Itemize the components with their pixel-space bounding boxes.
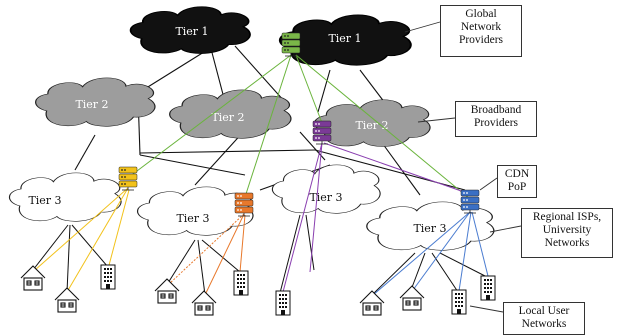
link-t1-t2-middle	[209, 44, 226, 103]
tier3-label: Tier 3	[176, 212, 209, 225]
link-t2-t3-b	[194, 129, 246, 186]
callout-broadband-providers: Broadband Providers	[455, 101, 537, 137]
tier2-label: Tier 2	[75, 98, 108, 111]
callout-line: Networks	[544, 237, 590, 250]
tier1-cloud-right: Tier 1	[280, 15, 411, 65]
tier2-cloud-middle: Tier 2	[170, 90, 291, 138]
server-rack-icon	[234, 192, 254, 217]
blue-cdn-links	[372, 211, 489, 296]
link-t3-peering-a	[139, 154, 246, 176]
link-t1b-t2-right	[359, 69, 386, 104]
callout-cdn-pop: CDN PoP	[497, 165, 537, 198]
tier2-label: Tier 2	[211, 111, 244, 124]
callout-line: Providers	[458, 34, 504, 47]
callout-line: Broadband	[470, 104, 522, 116]
link-t1-t2-right	[317, 69, 331, 113]
server-rack-icon	[312, 120, 332, 145]
access-links	[32, 214, 488, 296]
server-rack-icon	[281, 32, 301, 57]
tier2-cloud-right: Tier 2	[315, 100, 430, 147]
tier3-cloud-4: Tier 3	[367, 202, 494, 250]
yellow-cdn-links	[34, 187, 130, 293]
tier1-label: Tier 1	[175, 25, 208, 38]
callout-line: CDN	[504, 168, 530, 180]
tier1-label: Tier 1	[328, 32, 361, 45]
office-building-icon	[100, 264, 116, 290]
office-building-icon	[233, 270, 249, 296]
tier3-cloud-2: Tier 3	[138, 187, 253, 235]
tier3-label: Tier 3	[28, 194, 61, 207]
orange-cdn-links	[168, 213, 246, 296]
green-cdn-links	[128, 54, 471, 200]
purple-cdn-links	[282, 142, 468, 293]
tier3-label: Tier 3	[309, 191, 342, 204]
tier2-label: Tier 2	[355, 119, 388, 132]
house-icon	[191, 290, 217, 316]
house-icon	[154, 278, 180, 304]
server-rack-icon	[118, 166, 138, 191]
tier2-cloud-left: Tier 2	[36, 78, 155, 126]
tier1-cloud-left: Tier 1	[131, 7, 250, 54]
callout-global-network-providers: Global Network Providers	[440, 5, 522, 57]
callout-line: Global	[465, 8, 497, 20]
callout-regional-isps: Regional ISPs, University Networks	[521, 208, 613, 258]
tier3-cloud-3: Tier 3	[272, 165, 380, 213]
callout-line: Regional ISPs,	[532, 211, 602, 223]
house-icon	[359, 290, 385, 316]
link-t3-peering-b	[139, 149, 316, 154]
callout-line: Providers	[473, 117, 519, 130]
link-t2-t3-a	[74, 134, 96, 171]
callout-line: PoP	[507, 181, 527, 194]
callout-local-user-networks: Local User Networks	[503, 302, 585, 335]
callout-pointers	[404, 21, 522, 313]
callout-line: Local User	[518, 305, 570, 317]
tier3-label: Tier 3	[413, 222, 446, 235]
office-building-icon	[480, 275, 496, 301]
server-rack-icon	[460, 189, 480, 214]
office-building-icon	[451, 289, 467, 315]
callout-line: University	[542, 224, 592, 237]
callout-line: Networks	[521, 318, 567, 331]
tier3-cloud-1: Tier 3	[9, 173, 121, 221]
house-icon	[20, 265, 46, 291]
house-icon	[54, 287, 80, 313]
office-building-icon	[275, 290, 291, 316]
link-t1-t2-middle-b	[234, 45, 286, 103]
callout-line: Network	[460, 21, 502, 34]
house-icon	[399, 285, 425, 311]
link-t2-t3-d	[379, 139, 421, 196]
